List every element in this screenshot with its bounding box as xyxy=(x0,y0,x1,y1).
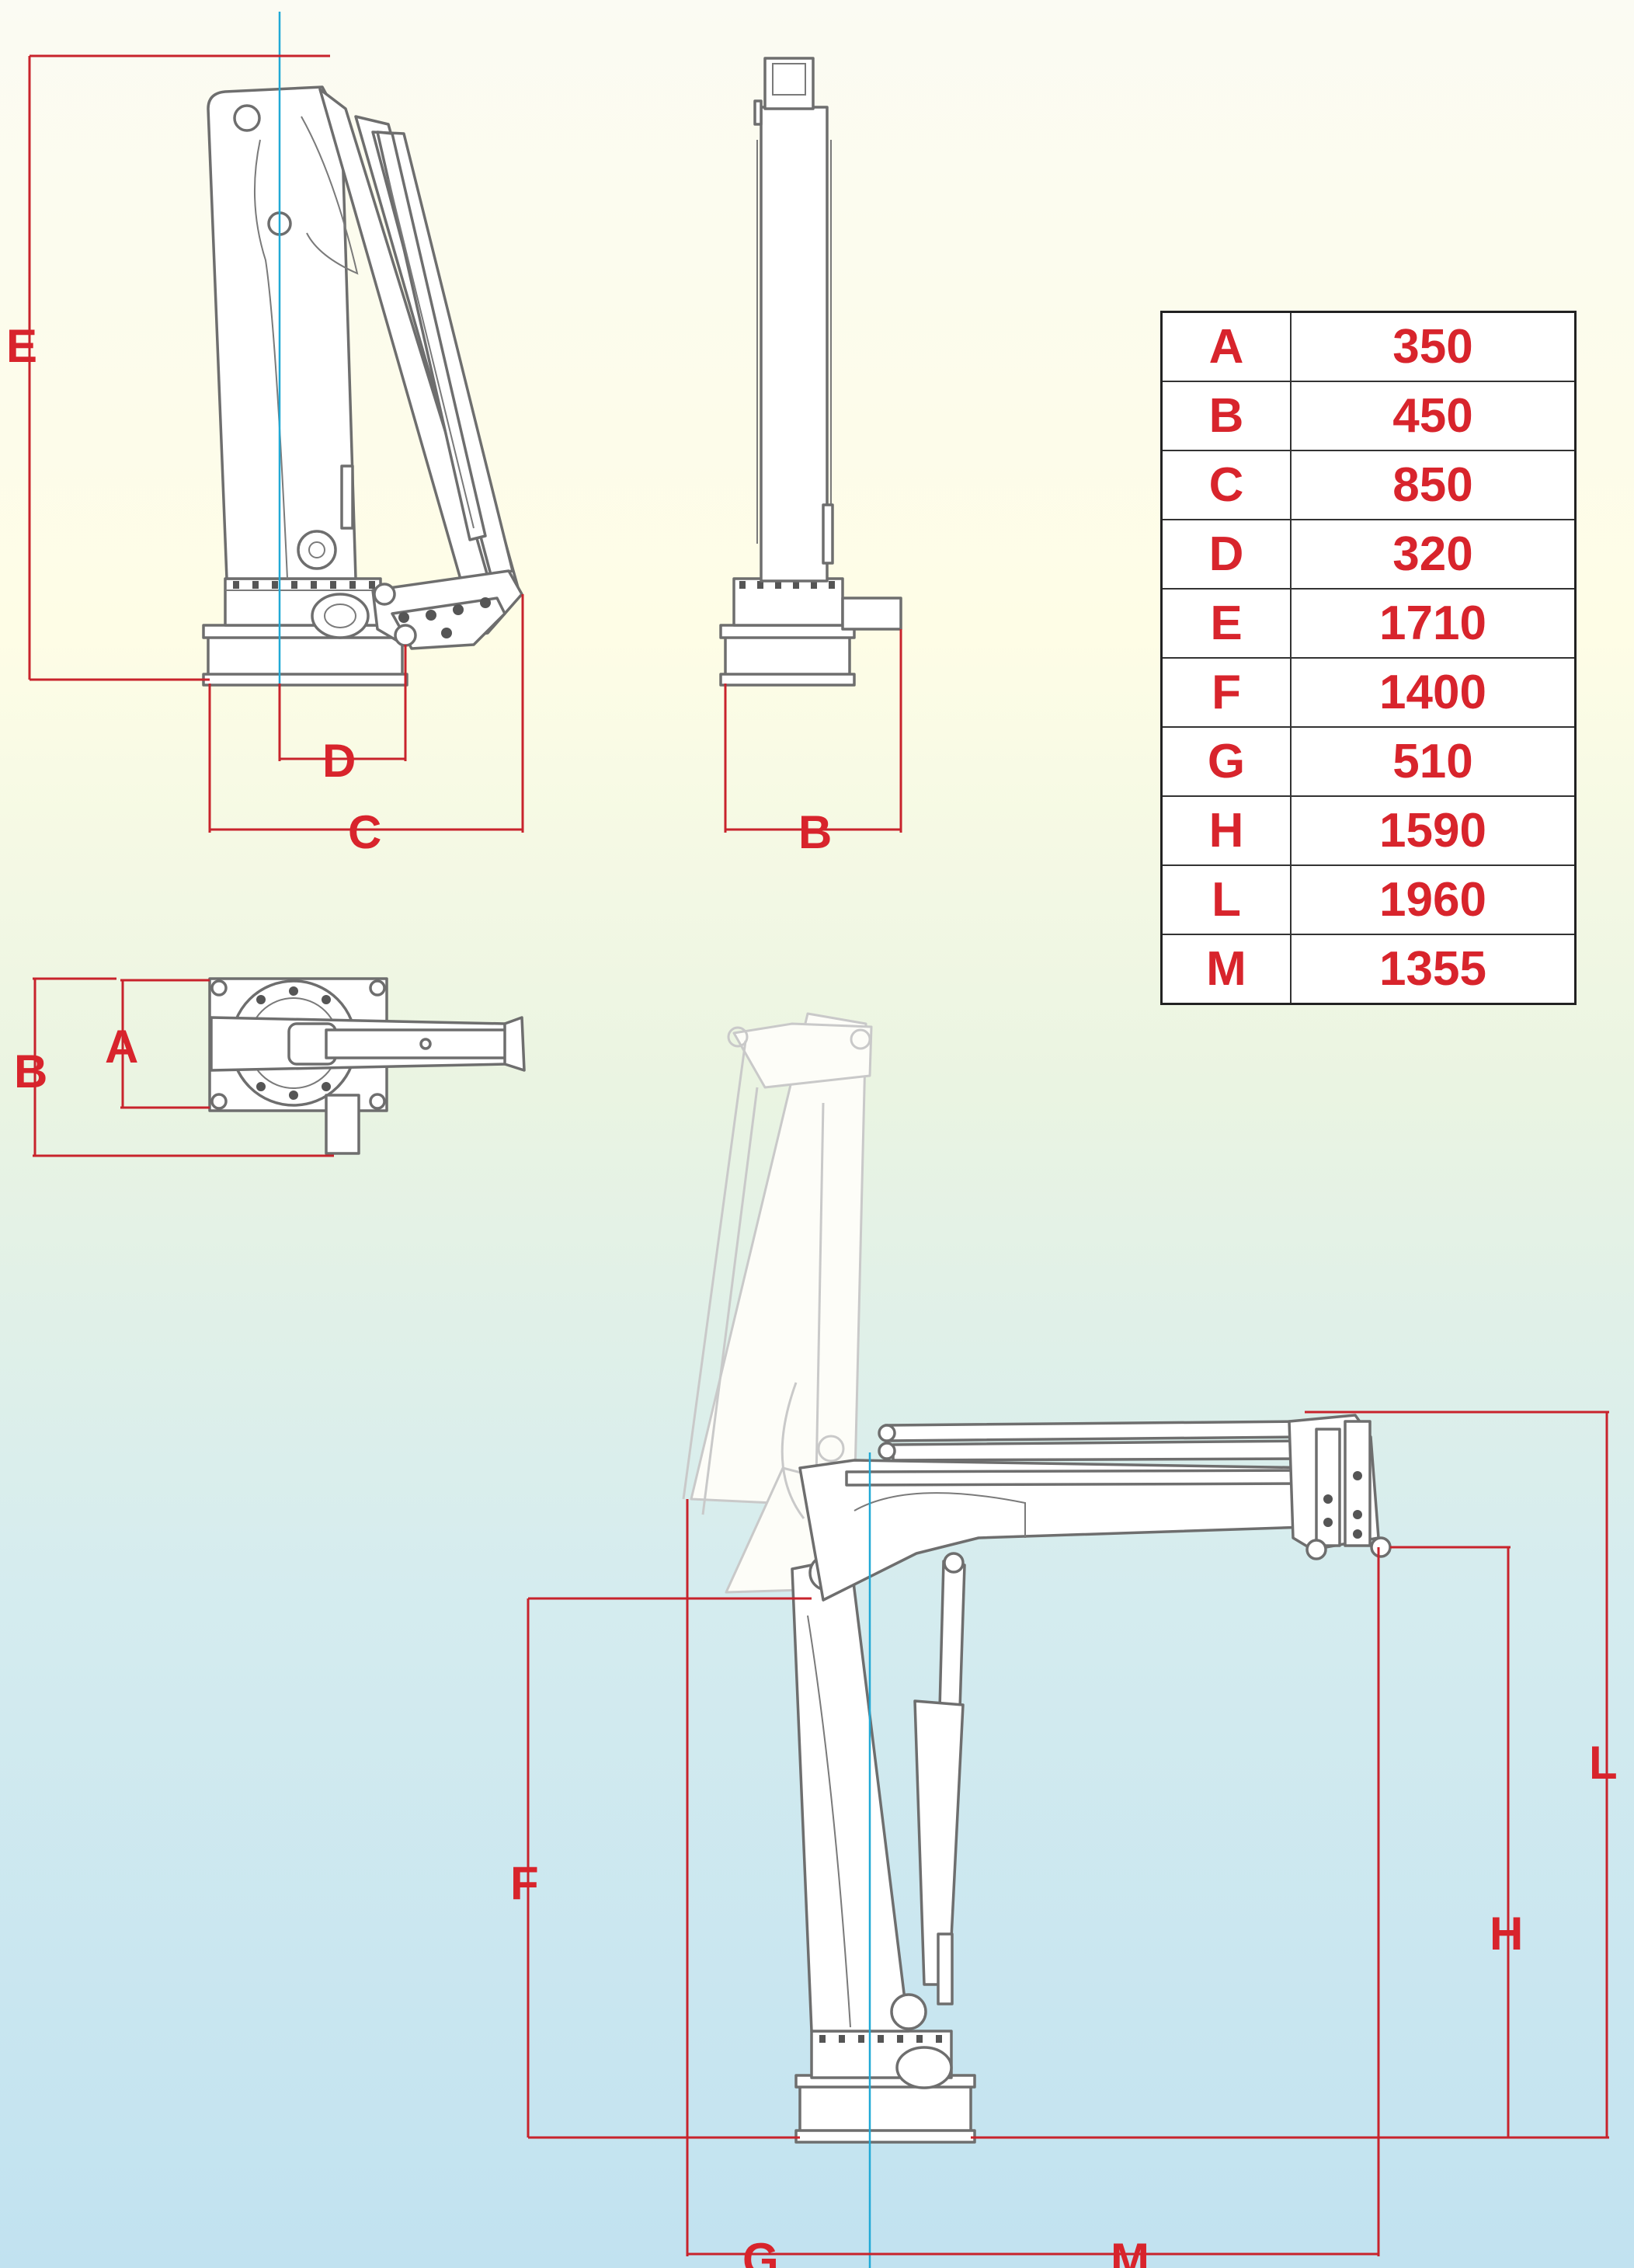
dim-label-E: E xyxy=(6,320,37,372)
dimension-value-cell: 1355 xyxy=(1290,934,1577,1005)
folded-front-view xyxy=(719,57,902,687)
dim-label-G: G xyxy=(742,2234,779,2268)
dimension-key-cell: B xyxy=(1160,381,1292,451)
dim-label-F: F xyxy=(510,1857,539,1909)
folded-side-view xyxy=(202,12,523,715)
dimension-key-cell: C xyxy=(1160,450,1292,520)
dimension-value-cell: 510 xyxy=(1290,726,1577,797)
dimension-key-cell: D xyxy=(1160,519,1292,590)
dim-label-B-side: B xyxy=(798,806,832,858)
dimension-key-cell: H xyxy=(1160,795,1292,866)
dimension-A: A xyxy=(105,979,210,1109)
dimension-value-cell: 1590 xyxy=(1290,795,1577,866)
dimension-L: L xyxy=(1305,1411,1618,2139)
dim-label-M: M xyxy=(1111,2234,1149,2268)
dim-label-C: C xyxy=(348,806,381,858)
dimension-value-cell: 350 xyxy=(1290,311,1577,382)
dimension-key-cell: A xyxy=(1160,311,1292,382)
dimension-key-cell: E xyxy=(1160,588,1292,659)
dimension-D: D xyxy=(278,645,407,787)
dimension-H: H xyxy=(971,1546,1523,2139)
dimension-key-cell: M xyxy=(1160,934,1292,1005)
dimension-value-cell: 320 xyxy=(1290,519,1577,590)
dimension-value-cell: 850 xyxy=(1290,450,1577,520)
dimension-B-top: B xyxy=(14,977,334,1157)
dimension-key-cell: L xyxy=(1160,864,1292,935)
dimension-E: E xyxy=(6,54,330,681)
top-view xyxy=(208,977,526,1155)
dimension-value-cell: 1710 xyxy=(1290,588,1577,659)
dimension-B-side: B xyxy=(724,629,902,858)
extended-side-view xyxy=(682,1012,1392,2268)
dimension-value-cell: 1400 xyxy=(1290,657,1577,728)
dim-label-H: H xyxy=(1490,1908,1523,1960)
dim-label-L: L xyxy=(1589,1737,1618,1789)
dimension-C: C xyxy=(208,594,524,858)
dimension-key-cell: F xyxy=(1160,657,1292,728)
dim-label-A: A xyxy=(105,1021,138,1073)
dimension-value-cell: 1960 xyxy=(1290,864,1577,935)
dim-label-B-top: B xyxy=(14,1045,47,1097)
dimension-value-cell: 450 xyxy=(1290,381,1577,451)
dim-label-D: D xyxy=(322,735,356,787)
dimension-G: G xyxy=(686,1499,870,2268)
dimension-F: F xyxy=(510,1597,812,2139)
dimension-key-cell: G xyxy=(1160,726,1292,797)
